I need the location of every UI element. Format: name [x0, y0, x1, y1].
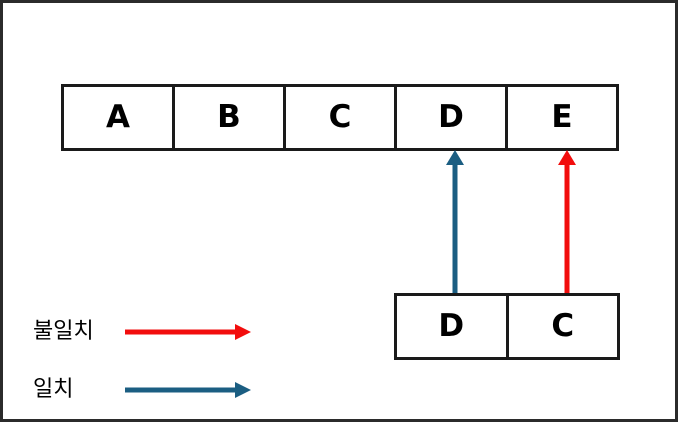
text-cell-4: E [508, 87, 616, 148]
legend-arrow-match-icon [125, 382, 251, 398]
mismatch-connector-arrow [558, 150, 576, 297]
text-cell-0: A [64, 87, 175, 148]
pattern-cell-0: D [397, 296, 509, 357]
text-cell-3: D [397, 87, 508, 148]
text-cell-2: C [286, 87, 397, 148]
text-row: A B C D E [61, 84, 619, 151]
pattern-row: D C [394, 293, 620, 360]
text-cell-label: E [551, 99, 573, 135]
pattern-cell-label: C [551, 308, 575, 344]
legend-item-match: 일치 [33, 361, 263, 419]
text-cell-label: A [106, 99, 130, 135]
text-cell-label: B [217, 99, 241, 135]
legend-label-match: 일치 [33, 377, 74, 402]
text-cell-1: B [175, 87, 286, 148]
legend-item-mismatch: 불일치 [33, 303, 263, 361]
text-cell-label: C [328, 99, 352, 135]
match-connector-arrow [446, 150, 464, 297]
legend-arrow-mismatch-icon [125, 324, 251, 340]
legend-label-mismatch: 불일치 [33, 319, 94, 344]
pattern-cell-1: C [508, 296, 617, 357]
text-cell-label: D [438, 99, 464, 135]
legend: 불일치 일치 [33, 303, 263, 419]
pattern-cell-label: D [438, 308, 465, 344]
